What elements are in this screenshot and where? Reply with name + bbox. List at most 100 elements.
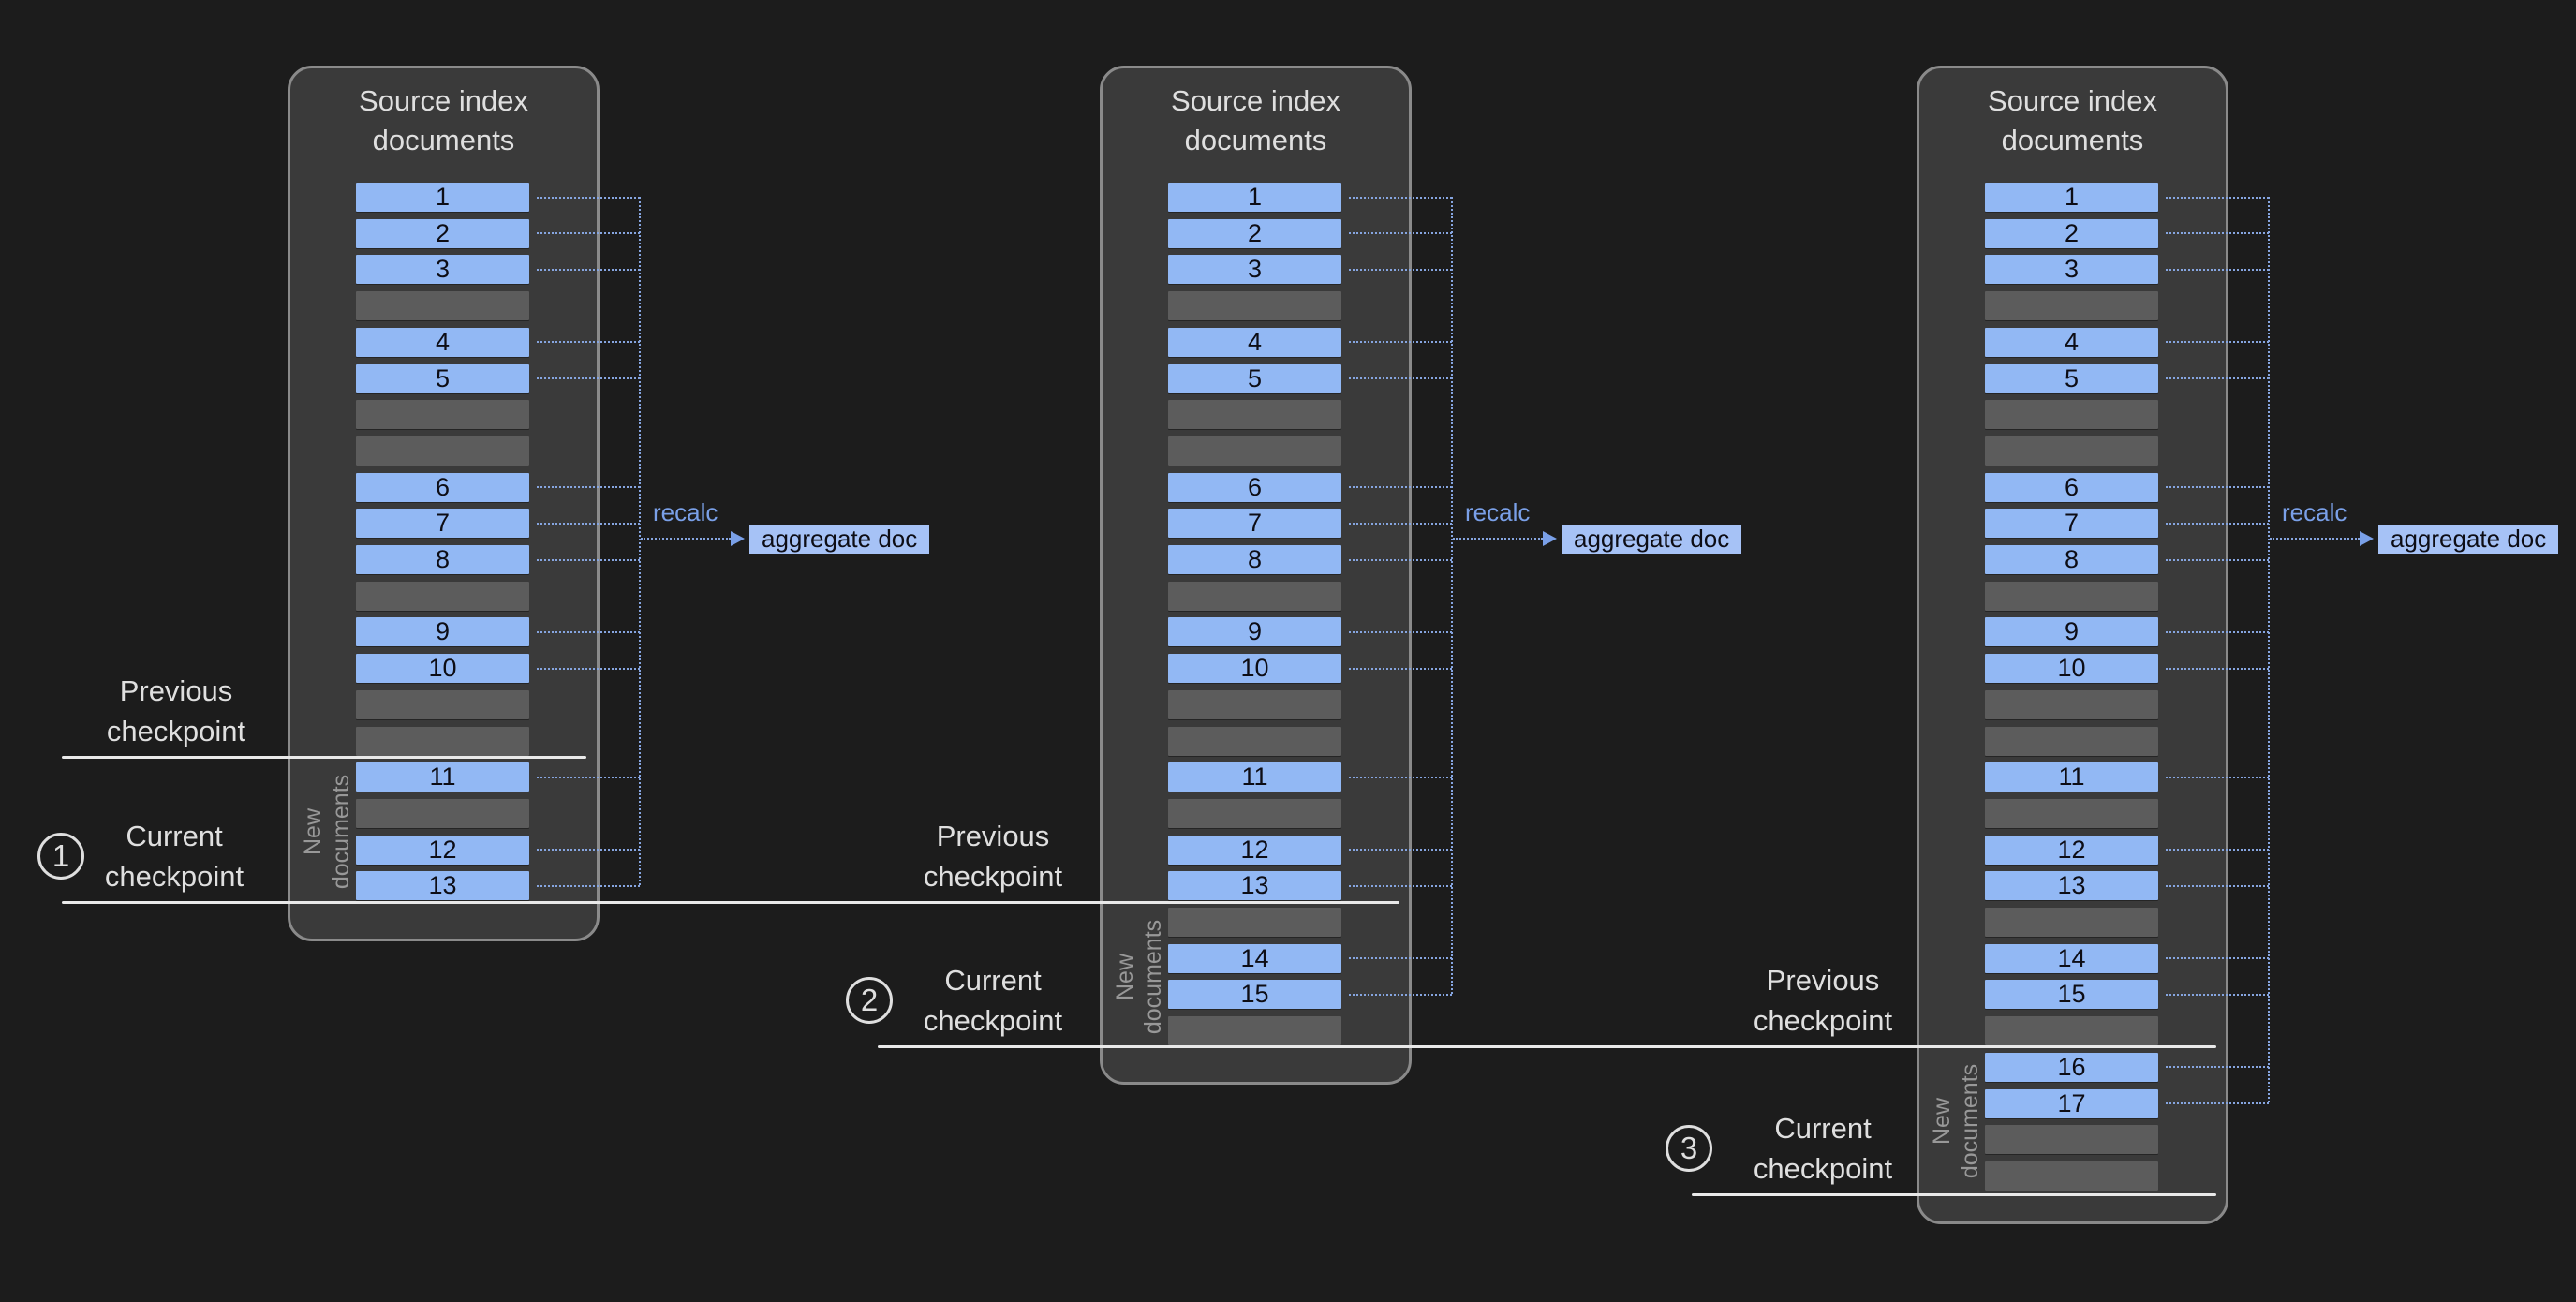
document-number: 1 — [435, 183, 451, 211]
placeholder-row — [1985, 689, 2158, 719]
document-row: 15 — [1985, 980, 2158, 1010]
doc-connector-line — [537, 341, 640, 344]
placeholder-row — [1985, 291, 2158, 321]
document-number: 2 — [2064, 218, 2080, 247]
previous-label-line1: Previous — [936, 820, 1050, 852]
previous-label-line1: Previous — [1766, 964, 1880, 997]
document-row: 3 — [1168, 255, 1341, 285]
document-row: 10 — [356, 654, 529, 684]
document-number: 1 — [1247, 183, 1263, 211]
doc-connector-line — [2166, 957, 2269, 960]
current-label-line1: Current — [126, 820, 223, 852]
placeholder-row — [1985, 581, 2158, 611]
recalc-label: recalc — [1465, 498, 1531, 526]
document-row: 5 — [356, 363, 529, 393]
document-row: 7 — [356, 509, 529, 539]
document-row: 10 — [1985, 654, 2158, 684]
doc-connector-line — [537, 196, 640, 199]
document-row: 8 — [1985, 545, 2158, 574]
new-documents-line2: documents — [328, 774, 354, 889]
checkpoint-line — [878, 1045, 2216, 1048]
document-number: 9 — [2064, 617, 2080, 646]
document-number: 7 — [2064, 509, 2080, 538]
document-row: 16 — [1985, 1052, 2158, 1082]
document-number: 6 — [435, 472, 451, 501]
document-number: 13 — [2057, 871, 2086, 900]
placeholder-row — [356, 291, 529, 321]
doc-connector-line — [537, 630, 640, 633]
aggregate-doc-box: aggregate doc — [749, 525, 930, 554]
document-number: 15 — [1240, 980, 1269, 1009]
doc-connector-line — [1349, 522, 1452, 525]
recalc-arrowhead-icon — [731, 531, 745, 546]
placeholder-row — [1168, 726, 1341, 756]
doc-connector-line — [1349, 849, 1452, 851]
placeholder-row — [356, 581, 529, 611]
panel-title-line1: Source index — [359, 84, 528, 117]
document-row: 1 — [1168, 183, 1341, 212]
previous-label-line2: checkpoint — [923, 860, 1063, 893]
document-number: 5 — [435, 363, 451, 392]
document-number: 11 — [2058, 762, 2085, 792]
doc-connector-line — [537, 377, 640, 379]
document-number: 13 — [1240, 871, 1269, 900]
checkpoint-number-badge: 1 — [37, 833, 84, 880]
document-number: 12 — [428, 835, 457, 864]
doc-connector-line — [1349, 377, 1452, 379]
document-number: 1 — [2064, 183, 2080, 211]
placeholder-row — [1985, 798, 2158, 828]
current-label-line1: Current — [1774, 1112, 1872, 1145]
doc-connector-line — [1349, 486, 1452, 489]
document-number: 5 — [2064, 363, 2080, 392]
doc-connector-line — [537, 776, 640, 778]
document-row: 13 — [1985, 871, 2158, 901]
document-number: 9 — [1247, 617, 1263, 646]
recalc-label: recalc — [653, 498, 718, 526]
connector-vertical-line — [2268, 196, 2270, 1102]
placeholder-row — [1985, 436, 2158, 466]
document-row: 4 — [1985, 327, 2158, 357]
doc-connector-line — [2166, 558, 2269, 561]
previous-label-line1: Previous — [119, 674, 233, 707]
document-number: 8 — [1247, 545, 1263, 573]
document-row: 6 — [356, 472, 529, 502]
panel-title-line1: Source index — [1988, 84, 2157, 117]
document-row: 4 — [1168, 327, 1341, 357]
placeholder-row — [1168, 581, 1341, 611]
doc-connector-line — [2166, 1102, 2269, 1104]
doc-connector-line — [537, 884, 640, 887]
aggregate-doc-box: aggregate doc — [2378, 525, 2559, 554]
doc-connector-line — [1349, 667, 1452, 670]
placeholder-row — [356, 689, 529, 719]
document-number: 15 — [2057, 980, 2086, 1009]
placeholder-row — [1985, 1125, 2158, 1155]
document-row: 2 — [356, 218, 529, 248]
checkpoint-line — [62, 901, 1399, 904]
document-row: 4 — [356, 327, 529, 357]
document-number: 16 — [2057, 1052, 2086, 1081]
document-row: 11 — [1985, 762, 2158, 792]
document-number: 13 — [428, 871, 457, 900]
document-row: 11 — [356, 762, 529, 792]
checkpoint-line — [62, 756, 586, 759]
placeholder-row — [1985, 1016, 2158, 1046]
placeholder-row — [356, 798, 529, 828]
doc-connector-line — [1349, 268, 1452, 271]
doc-connector-line — [2166, 486, 2269, 489]
document-row: 14 — [1168, 943, 1341, 973]
document-number: 17 — [2057, 1088, 2086, 1117]
placeholder-row — [356, 726, 529, 756]
document-row: 8 — [1168, 545, 1341, 574]
document-number: 5 — [1247, 363, 1263, 392]
doc-connector-line — [1349, 884, 1452, 887]
doc-connector-line — [537, 522, 640, 525]
document-number: 4 — [2064, 327, 2080, 356]
doc-connector-line — [2166, 884, 2269, 887]
document-row: 8 — [356, 545, 529, 574]
doc-connector-line — [2166, 1066, 2269, 1069]
